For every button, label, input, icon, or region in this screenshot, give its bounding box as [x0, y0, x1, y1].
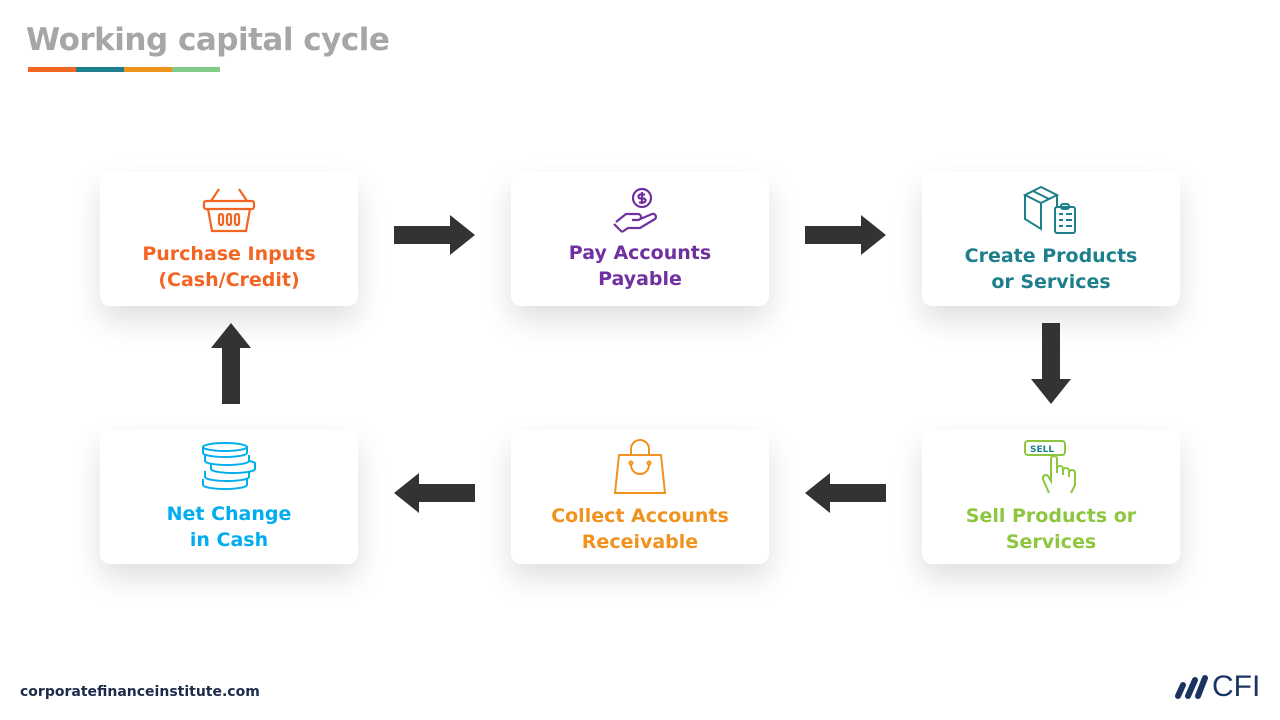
step-sell-products: SELL Sell Products or Services	[922, 430, 1180, 564]
shopping-bag-icon	[613, 439, 667, 494]
step-label: in Cash	[189, 529, 269, 551]
step-label: Purchase Inputs	[142, 243, 316, 265]
step-label: Payable	[598, 268, 682, 290]
arrow-left-icon	[394, 473, 475, 513]
sell-touch-icon: SELL	[1024, 440, 1076, 494]
accent-bar-teal	[76, 67, 124, 72]
step-label: Pay Accounts	[568, 242, 712, 264]
page-title: Working capital cycle	[26, 22, 390, 58]
step-purchase-inputs: Purchase Inputs (Cash/Credit)	[100, 172, 358, 306]
step-label: Net Change	[166, 503, 292, 525]
step-collect-receivable: Collect Accounts Receivable	[511, 430, 769, 564]
step-pay-accounts-payable: Pay Accounts Payable	[511, 172, 769, 306]
step-create-products: Create Products or Services	[922, 172, 1180, 306]
arrow-up-icon	[211, 323, 251, 404]
basket-icon	[202, 188, 256, 233]
step-label: (Cash/Credit)	[158, 269, 300, 291]
cfi-logo: CFI	[1174, 670, 1260, 704]
arrow-left-icon	[805, 473, 886, 513]
arrow-right-icon	[805, 215, 886, 255]
step-label: Services	[1005, 531, 1097, 553]
accent-bar-green	[172, 67, 220, 72]
step-label: Receivable	[581, 531, 699, 553]
step-net-change-cash: Net Change in Cash	[100, 430, 358, 564]
accent-bar-amber	[124, 67, 172, 72]
step-label: Sell Products or	[965, 505, 1137, 527]
svg-text:SELL: SELL	[1030, 445, 1054, 455]
arrow-right-icon	[394, 215, 475, 255]
footer-url: corporatefinanceinstitute.com	[20, 684, 260, 700]
step-label: or Services	[991, 271, 1111, 293]
logo-text: CFI	[1212, 670, 1261, 703]
arrow-down-icon	[1031, 323, 1071, 404]
accent-bar-orange	[28, 67, 76, 72]
box-clipboard-icon	[1022, 185, 1076, 234]
cfi-logo-icon	[1175, 675, 1208, 699]
step-label: Collect Accounts	[551, 505, 729, 527]
coin-stack-icon	[202, 442, 256, 490]
hand-coin-icon	[613, 187, 657, 233]
step-label: Create Products	[964, 245, 1138, 267]
